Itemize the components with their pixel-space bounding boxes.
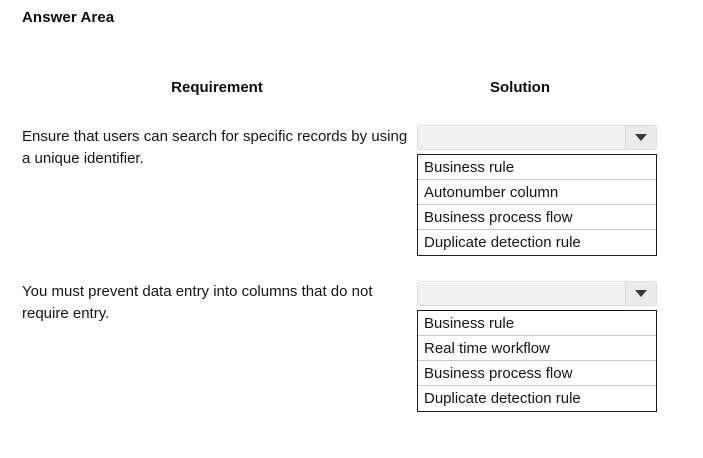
- column-header-requirement: Requirement: [171, 79, 263, 96]
- column-header-solution: Solution: [490, 79, 550, 96]
- list-item[interactable]: Business rule: [418, 311, 656, 336]
- chevron-down-glyph: [635, 290, 647, 297]
- solution-dropdown-1-options: Business rule Autonumber column Business…: [417, 154, 657, 256]
- list-item[interactable]: Business process flow: [418, 205, 656, 230]
- page-title: Answer Area: [22, 9, 115, 26]
- chevron-down-icon[interactable]: [625, 126, 656, 149]
- solution-cell-2: Business rule Real time workflow Busines…: [417, 281, 657, 412]
- list-item[interactable]: Duplicate detection rule: [424, 234, 581, 251]
- solution-dropdown-2[interactable]: [417, 281, 657, 306]
- list-item[interactable]: Business rule: [418, 155, 656, 180]
- chevron-down-icon[interactable]: [625, 282, 656, 305]
- requirement-text-2: You must prevent data entry into columns…: [22, 283, 373, 322]
- solution-cell-1: Business rule Autonumber column Business…: [417, 125, 657, 256]
- solution-dropdown-2-options: Business rule Real time workflow Busines…: [417, 310, 657, 412]
- requirement-text-1: Ensure that users can search for specifi…: [22, 128, 408, 167]
- list-item[interactable]: Business process flow: [418, 361, 656, 386]
- list-item[interactable]: Duplicate detection rule: [424, 390, 581, 407]
- solution-dropdown-1[interactable]: [417, 125, 657, 150]
- chevron-down-glyph: [635, 134, 647, 141]
- list-item[interactable]: Real time workflow: [418, 336, 656, 361]
- list-item[interactable]: Autonumber column: [418, 180, 656, 205]
